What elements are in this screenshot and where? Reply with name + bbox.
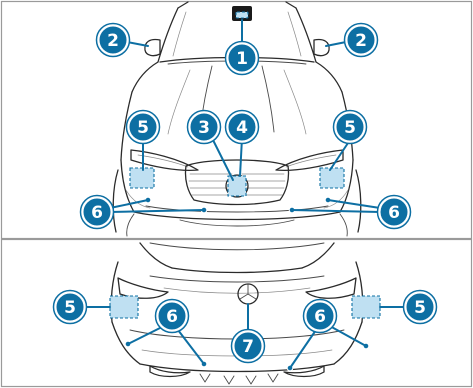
callout-radar-grille: 3	[186, 109, 222, 145]
front-camera-sensor-icon	[235, 11, 249, 19]
grille-radar-sensor-icon	[227, 175, 247, 197]
callout-front-camera: 1	[224, 40, 260, 76]
callout-rear-left-ultrasonic: 6	[154, 298, 190, 334]
rear-left-radar-sensor-icon	[109, 295, 139, 319]
rear-leader-lines	[84, 303, 405, 369]
svg-text:6: 6	[166, 307, 178, 327]
callout-front-right-radar: 5	[332, 109, 368, 145]
callout-left-mirror-camera: 2	[95, 22, 131, 58]
callout-front-left-ultrasonic: 6	[79, 194, 115, 230]
svg-text:6: 6	[314, 307, 326, 327]
front-left-radar-sensor-icon	[129, 167, 155, 189]
front-car-illustration	[112, 1, 362, 237]
svg-text:7: 7	[242, 337, 254, 357]
svg-text:4: 4	[236, 118, 248, 138]
callout-front-left-radar: 5	[125, 109, 161, 145]
callout-front-right-ultrasonic: 6	[376, 194, 412, 230]
svg-text:5: 5	[414, 298, 426, 318]
callout-radar-star: 4	[224, 109, 260, 145]
svg-text:2: 2	[107, 31, 119, 51]
svg-text:1: 1	[236, 49, 248, 69]
rear-car-illustration	[110, 242, 364, 385]
callout-rear-left-radar: 5	[52, 289, 88, 325]
front-leader-lines	[109, 19, 381, 213]
callout-rear-camera: 7	[230, 328, 266, 364]
svg-text:2: 2	[355, 31, 367, 51]
svg-text:6: 6	[91, 203, 103, 223]
front-right-radar-sensor-icon	[319, 167, 345, 189]
callout-rear-right-radar: 5	[402, 289, 438, 325]
callout-right-mirror-camera: 2	[343, 22, 379, 58]
rear-right-radar-sensor-icon	[351, 295, 381, 319]
svg-text:5: 5	[344, 118, 356, 138]
svg-text:6: 6	[388, 203, 400, 223]
callout-rear-right-ultrasonic: 6	[302, 298, 338, 334]
svg-text:3: 3	[198, 118, 210, 138]
svg-text:5: 5	[137, 118, 149, 138]
svg-text:5: 5	[64, 298, 76, 318]
